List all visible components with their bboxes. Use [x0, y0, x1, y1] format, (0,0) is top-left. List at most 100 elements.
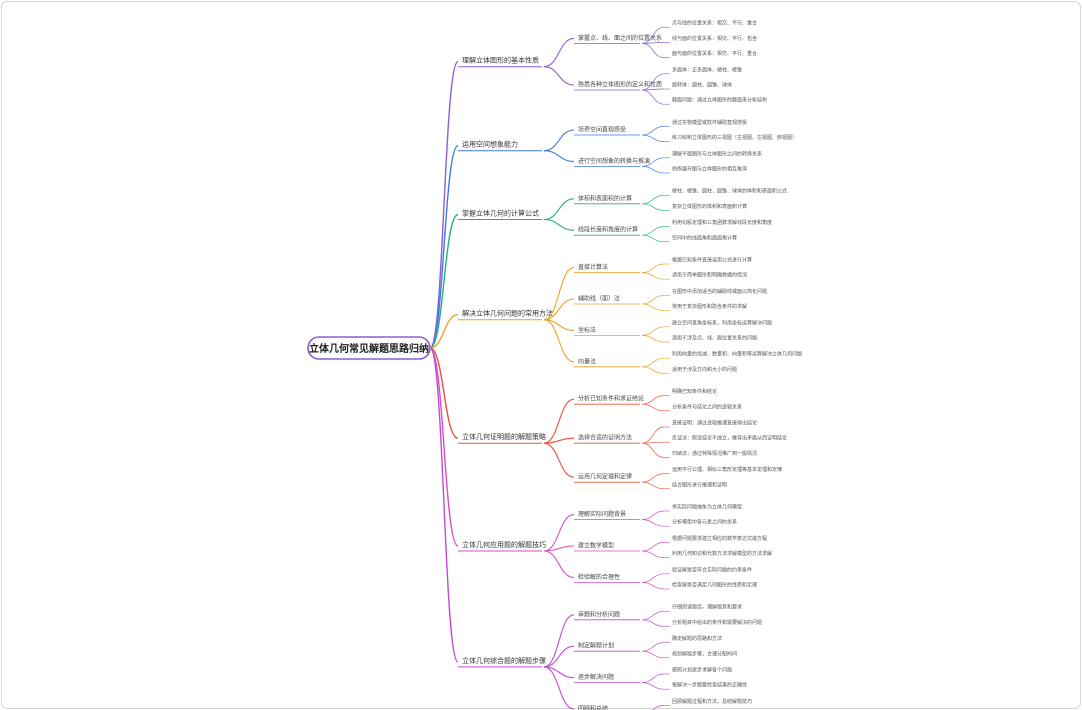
leaf-label[interactable]: 利用几何知识和代数方法求解模型的方法求解 [672, 550, 772, 557]
leaf-label[interactable]: 检查解是否满足几何图形的性质和定理 [672, 582, 757, 589]
topic-label[interactable]: 直接计算法 [578, 263, 608, 271]
connector-branch-topic [543, 645, 575, 668]
leaf-label[interactable]: 适用于涉及方向和大小的问题 [672, 366, 737, 373]
topic-label[interactable]: 坐标法 [578, 326, 596, 334]
leaf-label[interactable]: 验证解是否符合实际问题的约束条件 [672, 566, 752, 573]
leaf-label[interactable]: 分析模型中各元素之间的关系 [672, 519, 737, 526]
leaf-label[interactable]: 棱柱、棱锥、圆柱、圆锥、球体的体积和表面积公式 [672, 188, 787, 195]
topic-label[interactable]: 掌握点、线、面之间的位置关系 [578, 34, 662, 42]
leaf-label[interactable]: 通过实物模型或软件辅助直观感受 [672, 119, 747, 126]
topic-label[interactable]: 逐步解决问题 [578, 673, 614, 681]
topic-label[interactable]: 检验解的合理性 [578, 573, 620, 581]
leaf-label[interactable]: 常用于复杂图形和隐含条件的求解 [672, 303, 747, 310]
leaf-label[interactable]: 旋转体：圆柱、圆锥、球体 [672, 82, 732, 89]
leaf-label[interactable]: 线与面的位置关系：相交、平行、包含 [672, 35, 757, 42]
leaf-label[interactable]: 熟练展开图与立体图形的相互推演 [672, 166, 747, 173]
connector-root-branch [429, 61, 459, 349]
topic-label[interactable]: 培养空间直观感受 [578, 126, 626, 134]
leaf-label[interactable]: 确定解题的思路和方法 [672, 635, 722, 642]
leaf-label[interactable]: 仔细阅读题目，理解题意和要求 [672, 604, 742, 611]
topic-label[interactable]: 运用几何定理和定律 [578, 473, 632, 481]
topic-label[interactable]: 选择合适的证明方法 [578, 434, 632, 442]
topic-label[interactable]: 审题和分析问题 [578, 610, 620, 618]
branch-label[interactable]: 立体几何综合题的解题步骤 [462, 656, 546, 665]
topic-label[interactable]: 回顾和总结 [578, 705, 608, 710]
topic-label[interactable]: 制定解题计划 [578, 642, 614, 650]
branch-label[interactable]: 理解立体图形的基本性质 [462, 56, 539, 65]
connector-topic-leaf [641, 203, 665, 211]
connector-topic-leaf [641, 357, 665, 368]
leaf-label[interactable]: 直接证明：通过逻辑推理直接得出结论 [672, 420, 757, 427]
root-title[interactable]: 立体几何常见解题思路归纳 [309, 342, 429, 355]
connector-topic-leaf [641, 510, 665, 520]
connector-topic-leaf [641, 194, 665, 205]
leaf-label[interactable]: 复杂立体图形的体积和表面积计算 [672, 203, 747, 210]
connector-branch-topic [543, 267, 575, 321]
topic-label[interactable]: 向量法 [578, 357, 596, 365]
connector-root-branch [429, 213, 459, 349]
connector-branch-topic [543, 129, 575, 152]
leaf-label[interactable]: 在图形中添加适当的辅助线或面以简化问题 [672, 288, 767, 295]
topic-label[interactable]: 进行空间想象的转换与推演 [578, 157, 650, 165]
leaf-label[interactable]: 面与面的位置关系：相交、平行、重合 [672, 50, 757, 57]
connector-topic-leaf [641, 650, 665, 659]
leaf-label[interactable]: 根据问题要求建立相应的数学表达式或方程 [672, 535, 767, 542]
topic-label[interactable]: 熟悉各种立体图形的定义和性质 [578, 81, 662, 89]
topic-label[interactable]: 建立数学模型 [578, 542, 614, 550]
branch-label[interactable]: 掌握立体几何的计算公式 [462, 209, 539, 218]
connector-topic-leaf [641, 582, 665, 590]
connector-branch-topic [543, 37, 575, 68]
root-node[interactable] [307, 336, 431, 360]
leaf-label[interactable]: 分析条件与结论之间的逻辑关系 [672, 403, 742, 410]
leaf-label[interactable]: 利用向量的加减、数量积、向量积等运算解决立体几何问题 [672, 351, 802, 358]
leaf-label[interactable]: 反证法：假设结论不成立，推导出矛盾从而证明结论 [672, 435, 787, 442]
leaf-label[interactable]: 利用勾股定理和三角函数求解线段长度和角度 [672, 219, 772, 226]
topic-label[interactable]: 体积和表面积的计算 [578, 194, 632, 202]
leaf-label[interactable]: 规划解题步骤，合理分配时间 [672, 650, 737, 657]
leaf-label[interactable]: 明确已知条件和结论 [672, 388, 717, 395]
leaf-label[interactable]: 练习绘制立体图形的三视图（主视图、左视图、俯视图） [672, 134, 797, 141]
branch-label[interactable]: 解决立体几何问题的常用方法 [462, 309, 553, 318]
leaf-label[interactable]: 归纳法：通过特殊情况推广到一般情况 [672, 450, 757, 457]
connector-topic-leaf [641, 335, 665, 343]
leaf-label[interactable]: 根据已知条件直接运用公式进行计算 [672, 257, 752, 264]
connector-root-branch [429, 347, 459, 547]
connector-topic-leaf [641, 610, 665, 621]
connector-branch-topic [543, 398, 575, 444]
leaf-label[interactable]: 理解平面图形与立体图形之间的转换关系 [672, 150, 762, 157]
leaf-label[interactable]: 运用平行公理、相似三角形定理等基本定理和定律 [672, 466, 782, 473]
leaf-label[interactable]: 截面问题：通过立体图形的截面来分析结构 [672, 97, 767, 104]
leaf-label[interactable]: 适用于涉及点、线、面位置关系的问题 [672, 335, 757, 342]
leaf-label[interactable]: 结合图形进行推理和证明 [672, 481, 727, 488]
leaf-label[interactable]: 建立空间直角坐标系，利用坐标运算解决问题 [672, 319, 772, 326]
connector-topic-leaf [641, 295, 665, 305]
connector-root-branch [429, 347, 459, 663]
leaf-label[interactable]: 将实际问题抽象为立体几何模型 [672, 504, 742, 511]
connector-topic-leaf [641, 126, 665, 136]
topic-label[interactable]: 理解实际问题背景 [578, 510, 626, 518]
leaf-label[interactable]: 分析题目中给出的条件和需要解决的问题 [672, 619, 762, 626]
topic-label[interactable]: 辅助线（面）法 [578, 295, 620, 303]
leaf-label[interactable]: 适用于简单图形和明确数据的情况 [672, 272, 747, 279]
connector-topic-leaf [641, 642, 665, 652]
connector-topic-leaf [641, 89, 665, 105]
leaf-label[interactable]: 多面体：正多面体、棱柱、棱锥 [672, 66, 742, 73]
leaf-label[interactable]: 每解决一步都要检查结果的正确性 [672, 682, 747, 689]
connector-root-branch [429, 314, 459, 349]
connector-topic-leaf [641, 366, 665, 374]
connector-topic-leaf [641, 442, 665, 458]
leaf-label[interactable]: 空间中的线面角和面面角计算 [672, 234, 737, 241]
topic-label[interactable]: 分析已知条件和求证结论 [578, 395, 644, 403]
leaf-label[interactable]: 按照计划逐步求解各个问题 [672, 667, 732, 674]
branch-label[interactable]: 运用空间想象能力 [462, 140, 518, 149]
connector-topic-leaf [641, 157, 665, 167]
leaf-label[interactable]: 点与线的位置关系：相交、平行、重合 [672, 20, 757, 27]
leaf-label[interactable]: 回顾解题过程和方法，总结解题技巧 [672, 698, 752, 705]
connector-topic-leaf [641, 473, 665, 483]
topic-label[interactable]: 线段长度和角度的计算 [578, 226, 638, 234]
branch-label[interactable]: 立体几何应用题的解题技巧 [462, 540, 546, 549]
branch-label[interactable]: 立体几何证明题的解题策略 [462, 432, 546, 441]
connector-branch-topic [543, 298, 575, 321]
connector-topic-leaf [641, 403, 665, 412]
